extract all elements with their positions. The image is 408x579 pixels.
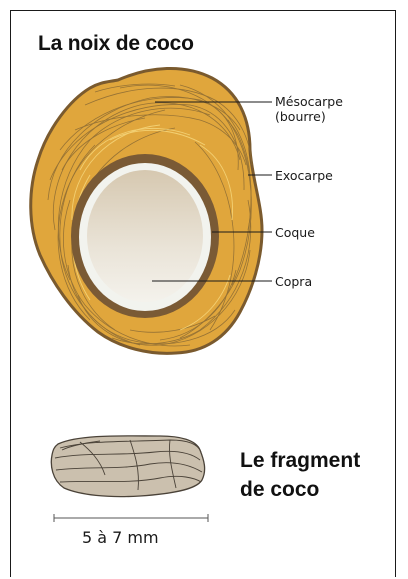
label-mesocarpe: Mésocarpe (bourre) (275, 94, 343, 124)
label-copra: Copra (275, 274, 312, 289)
fragment-title-line2: de coco (240, 475, 390, 504)
scale-bar (54, 514, 208, 522)
label-coque: Coque (275, 225, 315, 240)
coconut-fragment (51, 436, 204, 497)
fragment-title: Le fragment de coco (240, 446, 390, 504)
inner-cavity (87, 170, 203, 302)
label-mesocarpe-line1: Mésocarpe (275, 94, 343, 109)
scale-label: 5 à 7 mm (82, 528, 159, 547)
label-mesocarpe-line2: (bourre) (275, 109, 343, 124)
label-exocarpe: Exocarpe (275, 168, 333, 183)
fragment-title-line1: Le fragment (240, 446, 390, 475)
